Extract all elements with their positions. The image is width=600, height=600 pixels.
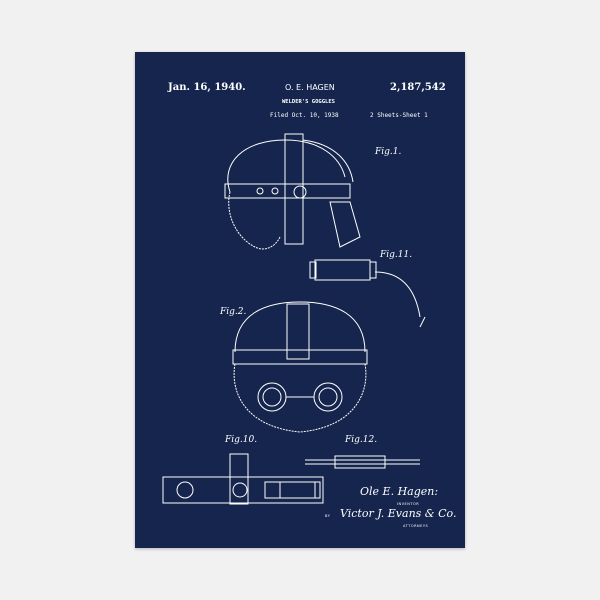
fig1-label: Fig.1. (375, 147, 402, 157)
inventor-signature: Ole E. Hagen: (360, 485, 439, 498)
patent-date: Jan. 16, 1940. (168, 82, 246, 93)
patent-drawing (162, 133, 426, 505)
fig2-label: Fig.2. (220, 307, 247, 317)
fig11-drawing (309, 259, 426, 328)
fig1-drawing (224, 133, 361, 250)
fig2-drawing (232, 301, 368, 433)
attorney-signature: Victor J. Evans & Co. (340, 507, 457, 520)
inventor-label: INVENTOR (397, 502, 420, 506)
filed-date: Filed Oct. 10, 1938 (270, 112, 339, 119)
patent-poster: Jan. 16, 1940. O. E. HAGEN 2,187,542 WEL… (135, 52, 465, 548)
sheet-number: 2 Sheets-Sheet 1 (370, 112, 428, 119)
fig12-box (279, 481, 321, 499)
patent-number: 2,187,542 (390, 82, 446, 93)
fig12-drawing (305, 455, 420, 469)
attorneys-label: ATTORNEYS (403, 524, 429, 528)
patent-title: WELDER'S GOGGLES (282, 99, 335, 105)
fig10-drawing (162, 453, 324, 505)
fig11-label: Fig.11. (380, 250, 413, 260)
fig12-label: Fig.12. (345, 435, 378, 445)
fig10-label: Fig.10. (225, 435, 258, 445)
by-label: BY (325, 514, 331, 518)
inventor-header: O. E. HAGEN (285, 83, 335, 92)
